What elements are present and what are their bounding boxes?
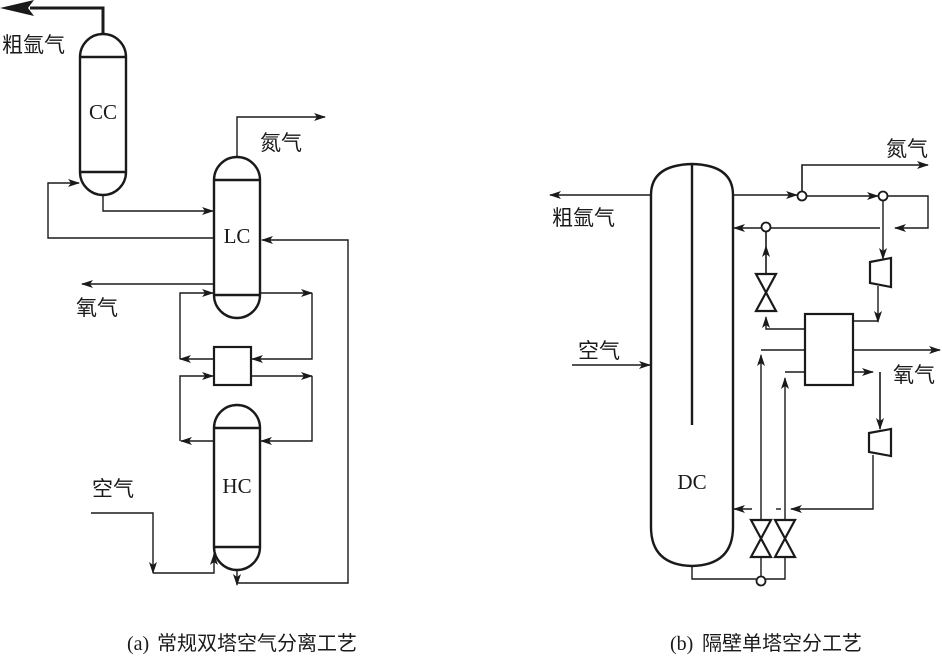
caption-b: 隔壁单塔空分工艺 bbox=[702, 631, 862, 655]
caption-a-prefix: (a) bbox=[127, 633, 149, 655]
oxygen-label-a: 氧气 bbox=[76, 296, 118, 320]
nitrogen-outlet-a bbox=[236, 113, 326, 157]
air-to-hc-line bbox=[153, 553, 218, 574]
valve-icon-3 bbox=[773, 518, 797, 559]
reflux-loop-line bbox=[888, 195, 929, 232]
big-arrow-icon bbox=[0, 0, 34, 16]
dc-bottom-line bbox=[691, 566, 756, 580]
compressor-icon-2 bbox=[867, 427, 893, 458]
hc-to-lc-line bbox=[237, 236, 349, 584]
caption-b-prefix: (b) bbox=[670, 633, 693, 655]
figure-a: CC 粗氩气 LC 氮气 氧气 bbox=[0, 0, 357, 655]
nitrogen-label-b: 氮气 bbox=[886, 137, 928, 161]
box-to-lc-line bbox=[179, 289, 214, 359]
air-inlet-a bbox=[91, 512, 157, 574]
valve-icon-2 bbox=[749, 518, 773, 559]
lc-label: LC bbox=[224, 224, 251, 248]
hx-to-valve1-line bbox=[762, 316, 805, 330]
hc-to-box-line bbox=[179, 372, 214, 441]
figure-b: DC 粗氩气 空气 氮气 bbox=[549, 137, 941, 655]
air-label-a: 空气 bbox=[92, 477, 134, 501]
lc-column: LC bbox=[212, 155, 262, 320]
dc-label: DC bbox=[677, 470, 706, 494]
caption-a: 常规双塔空气分离工艺 bbox=[157, 631, 357, 655]
cc-to-lc-line bbox=[102, 195, 214, 215]
splitter-node-1 bbox=[796, 190, 808, 202]
heat-exchanger-b bbox=[803, 312, 855, 387]
valve-icon-1 bbox=[754, 272, 778, 313]
condenser-box-a bbox=[212, 345, 253, 387]
air-label-b: 空气 bbox=[578, 339, 620, 363]
hc-column: HC bbox=[212, 403, 262, 572]
splitter-node-4 bbox=[755, 575, 767, 587]
cc-label: CC bbox=[89, 100, 117, 124]
nitrogen-label-a: 氮气 bbox=[260, 131, 302, 155]
splitter-node-2 bbox=[877, 190, 889, 202]
cc-column: CC bbox=[78, 32, 128, 197]
hc-label: HC bbox=[222, 474, 251, 498]
crude-argon-label-a: 粗氩气 bbox=[2, 33, 65, 57]
node4-to-valve3 bbox=[766, 557, 786, 580]
oxygen-label-b: 氧气 bbox=[893, 363, 935, 387]
compressor-icon-1 bbox=[868, 256, 893, 289]
mixer-node-3 bbox=[760, 221, 772, 233]
dc-column: DC bbox=[649, 162, 735, 568]
lc-to-cc-line bbox=[47, 179, 213, 239]
compressor2-to-dc-line bbox=[790, 455, 874, 513]
crude-argon-outlet-a: 粗氩气 bbox=[0, 0, 105, 57]
crude-argon-label-b: 粗氩气 bbox=[552, 206, 615, 230]
nitrogen-outlet-b bbox=[801, 161, 929, 191]
lc-to-box-line bbox=[251, 293, 313, 363]
box-to-hc-line bbox=[260, 376, 313, 445]
